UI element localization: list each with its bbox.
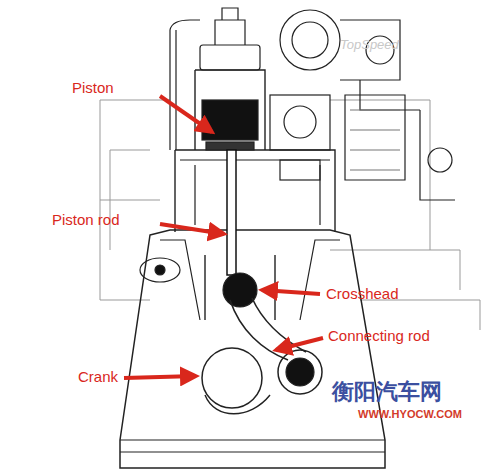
part-label: Piston [72, 80, 114, 97]
part-label: Connecting rod [328, 328, 430, 345]
part-label: Crank [78, 369, 118, 386]
engine-lines [100, 8, 480, 468]
part-label: Piston rod [52, 212, 120, 229]
part-label: Crosshead [326, 286, 399, 303]
watermark: TopSpeed [340, 38, 399, 52]
watermark: WWW.HYOCW.COM [358, 408, 462, 420]
leader-arrows [124, 96, 323, 378]
watermark: 衡阳汽车网 [332, 380, 442, 404]
